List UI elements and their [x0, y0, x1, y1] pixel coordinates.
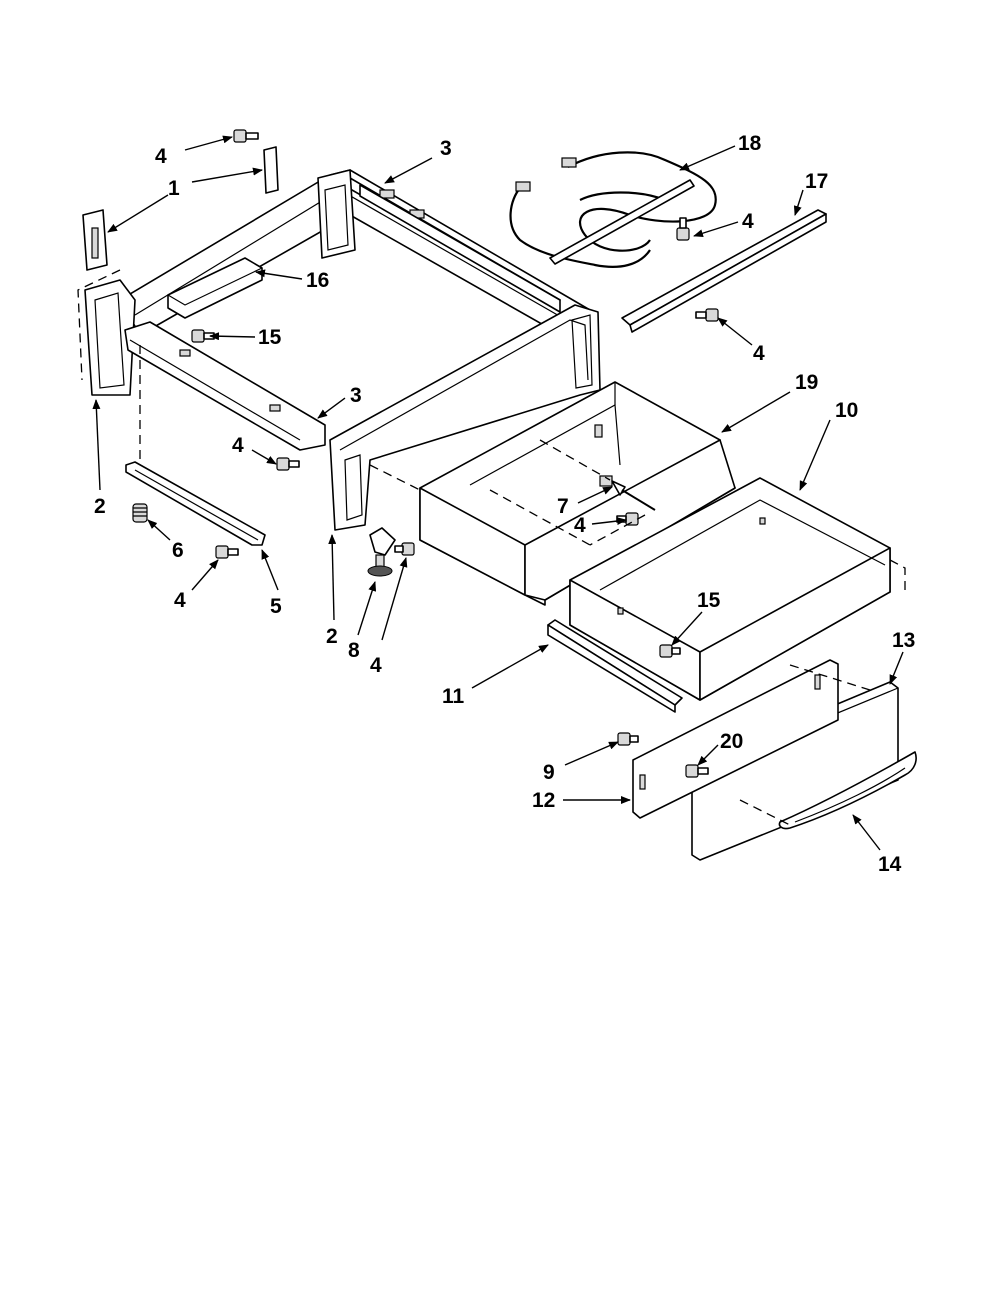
- right-side-frame: [329, 304, 601, 531]
- callout-4: 4: [232, 434, 244, 457]
- drawer-slide-part: [547, 619, 683, 713]
- callout-18: 18: [738, 132, 762, 155]
- screw-icon: [394, 542, 415, 556]
- heating-element-part: [509, 151, 717, 268]
- callout-4: 4: [174, 589, 186, 612]
- callout-4: 4: [155, 145, 167, 168]
- screw-icon: [233, 129, 259, 143]
- callout-9: 9: [543, 761, 555, 784]
- leveling-leg-part: [367, 527, 396, 577]
- screw-icon: [676, 217, 690, 241]
- screw-icon: [617, 732, 639, 746]
- warming-drawer-part: [569, 477, 891, 701]
- sensor-part: [599, 475, 656, 511]
- callout-17: 17: [805, 170, 828, 193]
- callout-leaders: [92, 135, 904, 851]
- callout-2: 2: [326, 625, 338, 648]
- callout-labels: 4 1 3 18 17 4 16 15 4 3 19 10 4 2 7 4 6 …: [94, 132, 915, 876]
- callout-8: 8: [348, 639, 360, 662]
- screw-icon: [215, 545, 239, 559]
- callout-15: 15: [697, 589, 721, 612]
- left-side-frame: [84, 279, 326, 451]
- callout-13: 13: [892, 629, 915, 652]
- callout-4: 4: [574, 514, 586, 537]
- callout-5: 5: [270, 595, 282, 618]
- callout-14: 14: [878, 853, 902, 876]
- screw-icon: [276, 457, 300, 471]
- drawer-inner-panel-part: [632, 659, 839, 819]
- screw-icon: [695, 308, 719, 322]
- callout-1: 1: [168, 177, 180, 200]
- leveling-foot-part: [132, 503, 148, 523]
- callout-7: 7: [557, 495, 569, 518]
- screw-icon: [685, 764, 709, 778]
- callout-4: 4: [753, 342, 765, 365]
- callout-3: 3: [350, 384, 362, 407]
- rear-rail-part: [621, 209, 827, 333]
- callout-11: 11: [442, 685, 465, 708]
- callout-20: 20: [720, 730, 743, 753]
- callout-4: 4: [742, 210, 754, 233]
- callout-12: 12: [532, 789, 555, 812]
- assembly-guide-lines: [77, 269, 906, 826]
- callout-10: 10: [835, 399, 858, 422]
- callout-6: 6: [172, 539, 184, 562]
- callout-3: 3: [440, 137, 452, 160]
- callout-15: 15: [258, 326, 282, 349]
- callout-19: 19: [795, 371, 818, 394]
- callout-2: 2: [94, 495, 106, 518]
- screw-icon: [659, 644, 681, 658]
- slide-rail-part: [125, 461, 266, 546]
- callout-4: 4: [370, 654, 382, 677]
- rear-frame-rail: [119, 169, 591, 346]
- center-bracket-part: [167, 257, 263, 319]
- callout-16: 16: [306, 269, 329, 292]
- side-bracket-part: [82, 146, 279, 271]
- drawer-handle-part: [778, 751, 917, 830]
